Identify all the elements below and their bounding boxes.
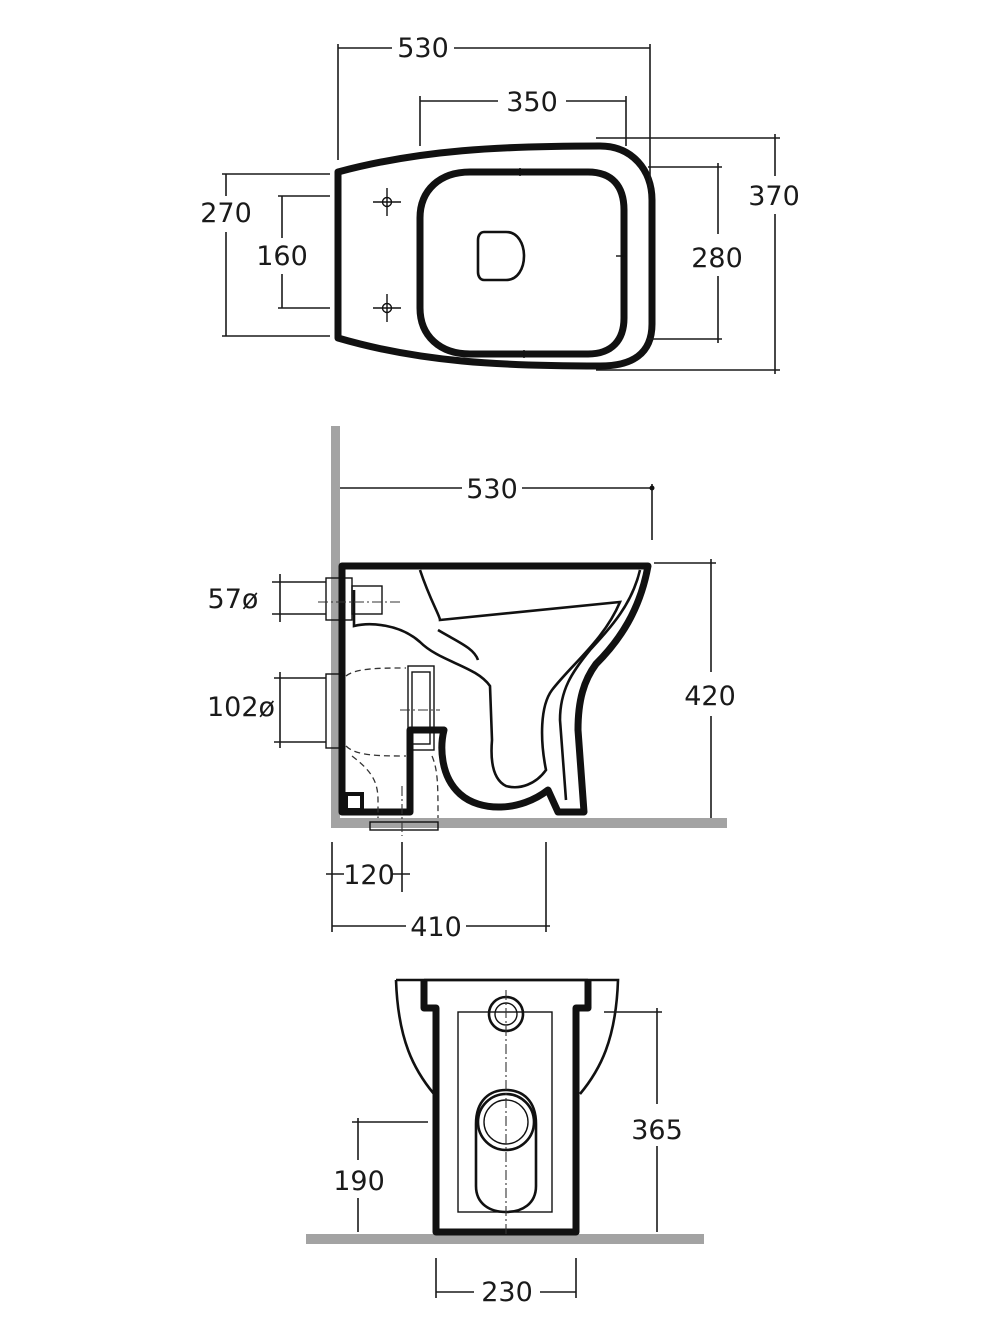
top-view: 530 350 270 160: [200, 33, 800, 374]
dim-outlet-offset: 120: [326, 842, 410, 932]
dim-text-410: 410: [410, 912, 462, 943]
dim-text-350: 350: [506, 87, 558, 118]
dim-text-530: 530: [397, 33, 449, 64]
side-view-outlet-connector: [407, 665, 435, 751]
front-view: 365 190 230: [306, 978, 704, 1308]
dim-height: 420: [654, 559, 736, 818]
top-view-outline: [334, 142, 656, 370]
dim-front-height: 365: [604, 1008, 683, 1232]
side-view-floor-outlet: [369, 821, 439, 831]
dim-fixing-spacing: 160: [256, 195, 330, 309]
dim-overall-width: 270: [200, 173, 330, 337]
dim-text-280: 280: [691, 243, 743, 274]
dim-text-120: 120: [343, 860, 395, 891]
dim-depth: 370: [596, 134, 800, 374]
dim-text-190: 190: [333, 1166, 385, 1197]
side-view-wall: [331, 426, 340, 828]
dim-front-base-width: 230: [435, 1258, 577, 1308]
top-view-seat-opening: [416, 168, 628, 358]
front-view-outlet-oval: [474, 1088, 538, 1214]
top-view-fixing-holes: [373, 188, 401, 322]
side-view-body: [338, 562, 652, 816]
front-view-floor: [306, 1234, 704, 1244]
dim-text-102: 102ø: [207, 692, 275, 723]
dim-text-230: 230: [481, 1277, 533, 1308]
side-view-floor: [331, 818, 727, 828]
dim-text-420: 420: [684, 681, 736, 712]
dim-front-outlet-height: 190: [333, 1118, 428, 1232]
side-view-pipe-wall-sleeve: [325, 673, 345, 749]
dim-text-160: 160: [256, 241, 308, 272]
dim-text-365: 365: [631, 1115, 683, 1146]
dim-text-side-530: 530: [466, 474, 518, 505]
top-view-drain: [476, 230, 526, 282]
dim-outlet-diameter: 102ø: [207, 672, 326, 748]
side-view-trap-inner-2: [437, 628, 480, 661]
side-view-trap-inner: [558, 569, 642, 801]
dim-text-370: 370: [748, 181, 800, 212]
side-view-trap: [352, 569, 623, 789]
dim-side-length: 530: [340, 474, 655, 540]
dim-overall-length: 530: [337, 33, 651, 188]
dim-bowl-width: 280: [648, 163, 743, 343]
front-view-rim: [394, 978, 620, 1095]
front-view-inner-panel: [457, 1011, 553, 1213]
dim-outlet-to-front: 410: [332, 842, 550, 943]
side-view-pipe-dashed: [345, 667, 439, 819]
dim-seat-length: 350: [419, 87, 627, 146]
dim-text-270: 270: [200, 198, 252, 229]
dim-inlet-diameter: 57ø: [208, 574, 326, 622]
dim-text-57: 57ø: [208, 584, 259, 615]
side-view: 530 57ø 102ø 420 120: [207, 426, 736, 943]
